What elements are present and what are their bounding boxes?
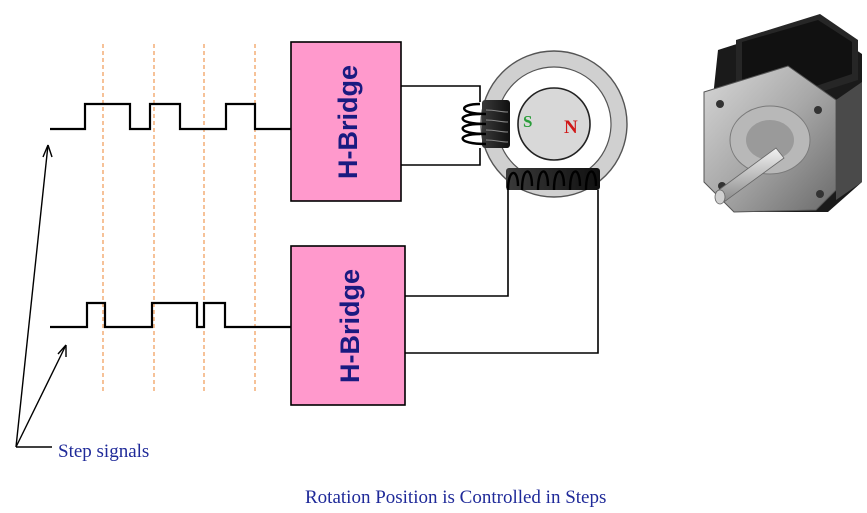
wire-bottom-upper	[405, 190, 508, 296]
hbridge-top: H-Bridge	[291, 42, 401, 201]
hbridge-bottom-label: H-Bridge	[335, 269, 365, 383]
hbridge-bottom: H-Bridge	[291, 246, 405, 405]
stepper-motor-photo-icon	[704, 14, 862, 212]
step-signal-waveform-top	[50, 104, 293, 129]
step-signals-arrows	[16, 145, 66, 447]
wire-bottom-lower	[405, 190, 598, 353]
caption: Rotation Position is Controlled in Steps	[305, 487, 606, 508]
left-coil	[463, 100, 510, 148]
hbridge-top-label: H-Bridge	[333, 65, 363, 179]
bottom-coil	[506, 168, 600, 190]
wire-top-lower	[401, 148, 480, 165]
wire-top-upper	[401, 86, 480, 102]
pole-s-label: S	[523, 112, 532, 131]
pole-n-label: N	[564, 117, 578, 138]
step-signals-label: Step signals	[58, 441, 149, 462]
timing-lines	[103, 44, 255, 392]
step-signal-waveform-bottom	[50, 303, 293, 327]
